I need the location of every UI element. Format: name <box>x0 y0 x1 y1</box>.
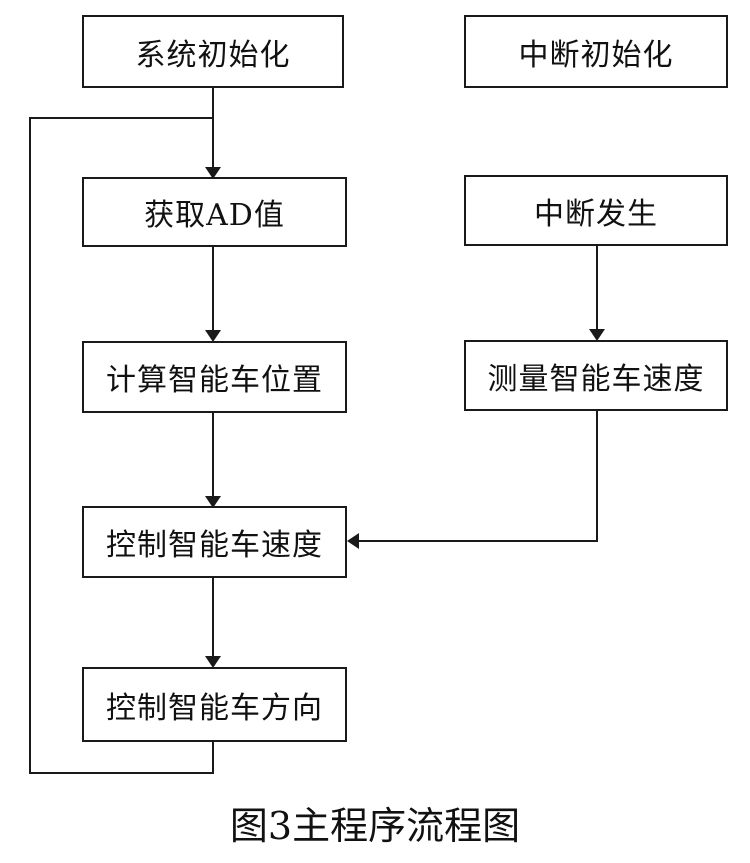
control-speed-label: 控制智能车速度 <box>106 528 323 563</box>
system-init-label: 系统初始化 <box>135 37 291 73</box>
interrupt-occurs-box: 中断发生 <box>464 175 728 246</box>
interrupt-init-label: 中断初始化 <box>518 37 674 73</box>
calc-position-label: 计算智能车位置 <box>106 363 323 398</box>
interrupt-occurs-label: 中断发生 <box>534 196 658 232</box>
get-ad-box: 获取AD值 <box>82 177 347 247</box>
measure-speed-label: 测量智能车速度 <box>487 361 705 397</box>
get-ad-label: 获取AD值 <box>144 198 285 233</box>
control-direction-box: 控制智能车方向 <box>82 667 347 742</box>
interrupt-init-box: 中断初始化 <box>464 15 728 88</box>
control-speed-box: 控制智能车速度 <box>82 506 347 578</box>
figure-caption: 图3主程序流程图 <box>229 804 521 848</box>
system-init-box: 系统初始化 <box>82 15 344 88</box>
measure-speed-box: 测量智能车速度 <box>464 340 728 411</box>
arrow-measure-to-control-speed <box>347 411 598 549</box>
loop-back-line <box>29 117 214 774</box>
control-direction-label: 控制智能车方向 <box>106 690 323 726</box>
calc-position-box: 计算智能车位置 <box>82 341 347 413</box>
